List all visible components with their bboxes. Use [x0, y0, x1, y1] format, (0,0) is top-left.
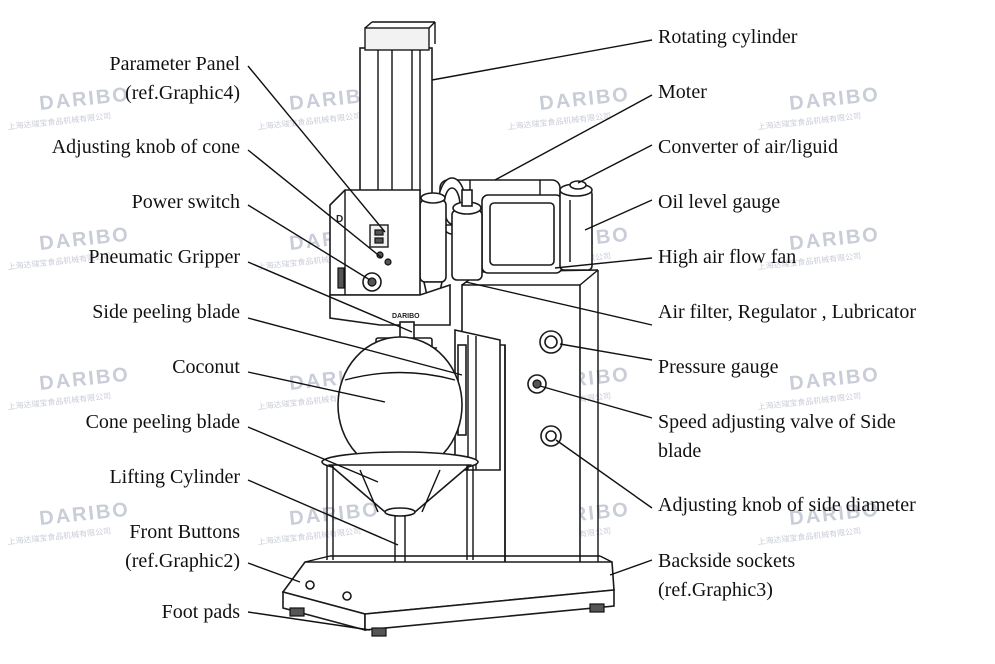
leader-power-switch	[247, 204, 371, 281]
label-front-buttons: Front Buttons	[129, 521, 240, 543]
watermark-brand: DARIBO	[788, 84, 881, 115]
leader-foot-pads	[247, 611, 371, 631]
label-foot-pads: Foot pads	[162, 601, 241, 623]
leader-front-buttons	[247, 562, 301, 583]
watermark-company: 上海达瑞宝食品机械有限公司	[7, 391, 111, 412]
machine-illustration: D DARIBO	[281, 21, 615, 637]
label-backside-sockets: Backside sockets	[658, 550, 795, 572]
leader-speed-valve	[539, 385, 653, 419]
lifting-rods-part	[326, 465, 474, 565]
watermark-company: 上海达瑞宝食品机械有限公司	[507, 111, 611, 132]
label-rotating-cylinder: Rotating cylinder	[658, 26, 798, 48]
leader-side-diameter-knob	[555, 439, 653, 509]
leader-side-peeling-blade	[247, 317, 463, 376]
leader-moter	[494, 94, 653, 181]
panel-side-text: DARIBO	[392, 313, 420, 320]
leader-pressure-gauge	[559, 343, 653, 361]
label-power-switch: Power switch	[132, 191, 240, 213]
leader-parameter-panel	[247, 65, 386, 233]
leader-lines	[247, 39, 653, 631]
watermark-brand: DARIBO	[38, 499, 131, 530]
leader-pneumatic-gripper	[247, 261, 413, 333]
watermark-brand: DARIBO	[38, 364, 131, 395]
label-side-peeling-blade: Side peeling blade	[92, 301, 240, 323]
watermark-brand: DARIBO	[788, 224, 881, 255]
label-parameter-panel: Parameter Panel	[110, 53, 241, 75]
panel-logo-text: D	[336, 214, 343, 225]
label-parameter-panel-line2: (ref.Graphic4)	[125, 82, 240, 104]
column-controls	[527, 330, 563, 447]
fan-box-part	[481, 194, 563, 274]
label-coconut: Coconut	[172, 356, 240, 378]
leader-coconut	[247, 371, 386, 403]
leader-fan	[554, 257, 653, 269]
leader-backside-sockets	[609, 559, 653, 576]
label-backside-sockets-line2: (ref.Graphic3)	[658, 579, 773, 601]
watermark-company: 上海达瑞宝食品机械有限公司	[757, 391, 861, 412]
label-cone-peeling-blade: Cone peeling blade	[86, 411, 241, 433]
label-speed-valve-line2: blade	[658, 440, 701, 462]
watermark-brand: DARIBO	[38, 84, 131, 115]
machine-base	[281, 555, 615, 637]
watermark-company: 上海达瑞宝食品机械有限公司	[257, 526, 361, 547]
label-speed-valve: Speed adjusting valve of Side	[658, 411, 896, 433]
label-pneumatic-gripper: Pneumatic Gripper	[88, 246, 240, 268]
leader-converter	[577, 144, 653, 184]
label-oil-gauge: Oil level gauge	[658, 191, 780, 213]
watermark-company: 上海达瑞宝食品机械有限公司	[7, 526, 111, 547]
leader-cone-peeling-blade	[247, 426, 379, 483]
watermark-company: 上海达瑞宝食品机械有限公司	[757, 111, 861, 132]
rotating-cylinder-part	[359, 21, 436, 199]
leader-air-filter	[465, 281, 653, 326]
leader-lifting-cylinder	[247, 479, 399, 546]
leader-oil-gauge	[584, 199, 653, 231]
leader-rotating-cylinder	[431, 39, 653, 81]
label-cone-knob: Adjusting knob of cone	[52, 136, 240, 158]
watermark-company: 上海达瑞宝食品机械有限公司	[7, 111, 111, 132]
watermark-company: 上海达瑞宝食品机械有限公司	[757, 526, 861, 547]
watermark-brand: DARIBO	[538, 84, 631, 115]
label-fan: High air flow fan	[658, 246, 796, 268]
leader-cone-knob	[247, 149, 383, 259]
label-converter: Converter of air/liguid	[658, 136, 838, 158]
label-front-buttons-line2: (ref.Graphic2)	[125, 550, 240, 572]
label-lifting-cylinder: Lifting Cylinder	[109, 466, 240, 488]
oil-gauge-part	[559, 180, 593, 271]
label-moter: Moter	[658, 81, 707, 103]
label-air-filter: Air filter, Regulator , Lubricator	[658, 301, 916, 323]
label-layer: Parameter Panel (ref.Graphic4) Adjusting k…	[52, 26, 917, 623]
watermark-company: 上海达瑞宝食品机械有限公司	[257, 111, 361, 132]
watermark-brand: DARIBO	[788, 364, 881, 395]
label-side-diameter-knob: Adjusting knob of side diameter	[658, 494, 916, 516]
label-pressure-gauge: Pressure gauge	[658, 356, 779, 378]
